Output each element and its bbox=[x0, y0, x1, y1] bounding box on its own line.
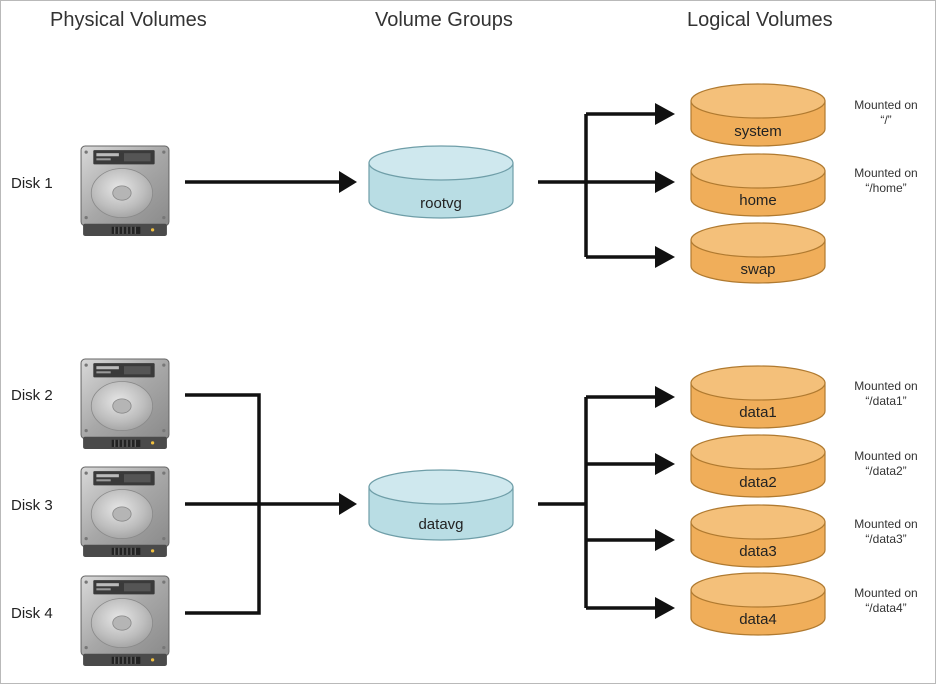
cylinder-rootvg: rootvg bbox=[368, 145, 514, 219]
cylinder-data3: data3 bbox=[690, 504, 826, 568]
mount-note-system: Mounted on “/” bbox=[836, 98, 935, 128]
mount-path: “/home” bbox=[865, 181, 907, 195]
mount-caption: Mounted on bbox=[854, 517, 918, 531]
hard-drive-icon bbox=[80, 145, 170, 237]
logical-volume-label-system: system bbox=[734, 123, 782, 140]
cylinder-data1: data1 bbox=[690, 365, 826, 429]
logical-volume-label-data2: data2 bbox=[739, 474, 777, 491]
arrowheads bbox=[339, 103, 675, 619]
header-physical-volumes: Physical Volumes bbox=[50, 9, 207, 31]
logical-volume-label-data3: data3 bbox=[739, 543, 777, 560]
logical-volume-label-data1: data1 bbox=[739, 404, 777, 421]
disk-label-2: Disk 2 bbox=[11, 387, 53, 404]
mount-note-data2: Mounted on “/data2” bbox=[836, 449, 935, 479]
hard-drive-icon bbox=[80, 358, 170, 450]
hard-drive-icon bbox=[80, 575, 170, 667]
hard-drive-icon bbox=[80, 466, 170, 558]
mount-caption: Mounted on bbox=[854, 379, 918, 393]
cylinder-data2: data2 bbox=[690, 434, 826, 498]
mount-caption: Mounted on bbox=[854, 98, 918, 112]
volume-group-label-rootvg: rootvg bbox=[420, 195, 462, 212]
mount-caption: Mounted on bbox=[854, 586, 918, 600]
mount-path: “/” bbox=[880, 113, 892, 127]
cylinder-datavg: datavg bbox=[368, 469, 514, 541]
cylinder-system: system bbox=[690, 83, 826, 147]
cylinder-swap: swap bbox=[690, 222, 826, 284]
header-volume-groups: Volume Groups bbox=[375, 9, 513, 31]
mount-note-data3: Mounted on “/data3” bbox=[836, 517, 935, 547]
disk-label-3: Disk 3 bbox=[11, 497, 53, 514]
mount-path: “/data3” bbox=[865, 532, 907, 546]
logical-volume-label-swap: swap bbox=[740, 261, 775, 278]
mount-caption: Mounted on bbox=[854, 449, 918, 463]
mount-path: “/data2” bbox=[865, 464, 907, 478]
volume-group-label-datavg: datavg bbox=[418, 516, 463, 533]
logical-volume-label-home: home bbox=[739, 192, 777, 209]
mount-note-data1: Mounted on “/data1” bbox=[836, 379, 935, 409]
mount-path: “/data1” bbox=[865, 394, 907, 408]
mount-path: “/data4” bbox=[865, 601, 907, 615]
cylinder-data4: data4 bbox=[690, 572, 826, 636]
header-logical-volumes: Logical Volumes bbox=[687, 9, 833, 31]
disk-label-1: Disk 1 bbox=[11, 175, 53, 192]
disk-label-4: Disk 4 bbox=[11, 605, 53, 622]
mount-note-home: Mounted on “/home” bbox=[836, 166, 935, 196]
mount-note-data4: Mounted on “/data4” bbox=[836, 586, 935, 616]
logical-volume-label-data4: data4 bbox=[739, 611, 777, 628]
mount-caption: Mounted on bbox=[854, 166, 918, 180]
connector-lines bbox=[185, 112, 657, 615]
cylinder-home: home bbox=[690, 153, 826, 217]
